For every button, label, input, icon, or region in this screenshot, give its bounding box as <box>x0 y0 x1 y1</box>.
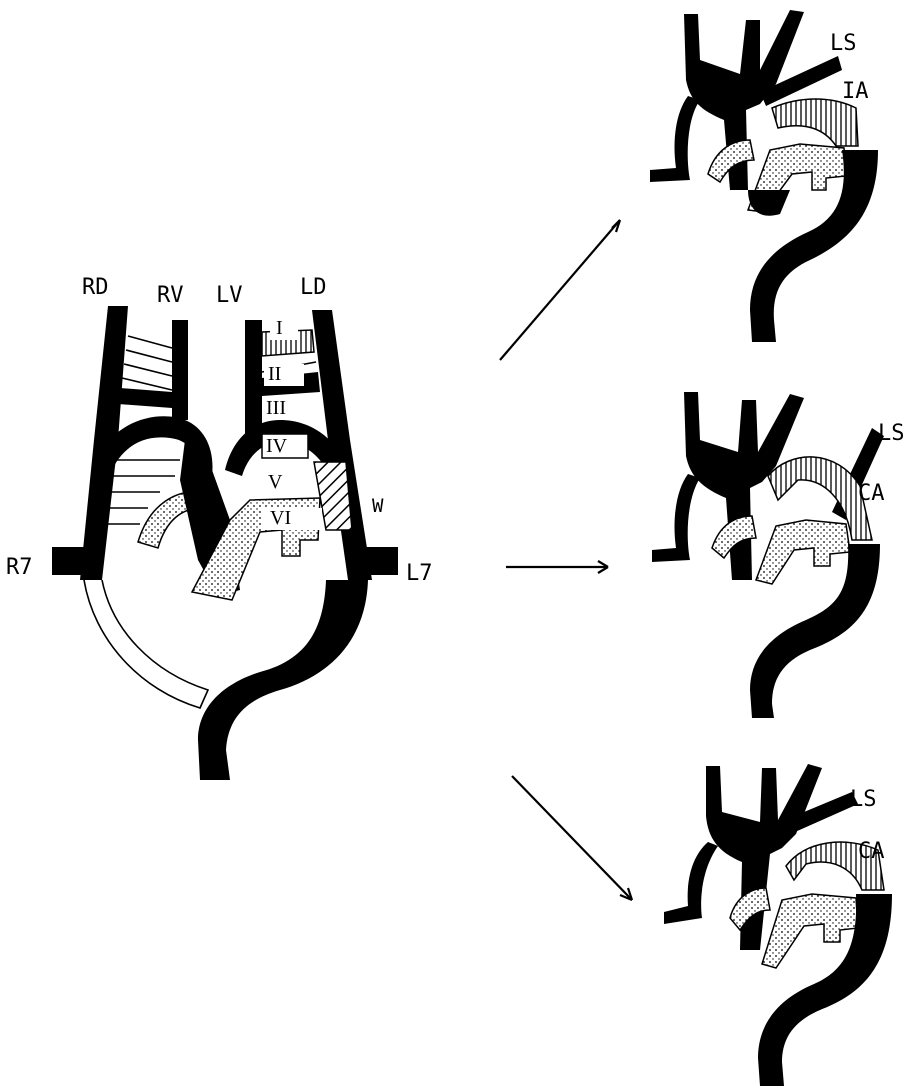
right-hatch-bars <box>118 336 172 408</box>
arch-label-2: II <box>268 363 281 385</box>
ia-hatch-segment <box>772 99 858 146</box>
label-rd: RD <box>82 275 109 300</box>
right-ventral-aorta <box>172 320 188 420</box>
bottom-ls-label: LS <box>850 787 877 812</box>
embryonic-arch-system: I II III IV V VI RD RV LV LD R7 L7 W <box>6 275 433 780</box>
outcome-coarctation-bottom: LS CA <box>664 764 892 1086</box>
top-ls-label: LS <box>830 31 857 56</box>
descending-aorta <box>198 580 368 780</box>
mid-ls-label: LS <box>878 421 905 446</box>
arch-label-1: I <box>276 317 283 339</box>
bottom-ca-label: CA <box>858 839 885 864</box>
arrow-to-bottom <box>512 776 632 900</box>
arrow-to-top <box>500 220 620 360</box>
label-l7: L7 <box>406 561 433 586</box>
label-lv: LV <box>216 283 243 308</box>
arrows <box>500 220 632 900</box>
label-r7: R7 <box>6 555 33 580</box>
outcome-coarctation-middle: LS CA <box>652 392 905 718</box>
label-ld: LD <box>300 275 327 300</box>
left-7th-segmental <box>348 547 398 575</box>
arch-label-6: VI <box>270 507 291 529</box>
top-ia-label: IA <box>842 79 869 104</box>
arch-label-5: V <box>268 471 283 493</box>
arch-label-3: III <box>266 397 286 419</box>
label-rv: RV <box>157 283 184 308</box>
arch-label-4: IV <box>266 435 288 457</box>
mid-ca-label: CA <box>858 481 885 506</box>
right-dorsal-regress <box>84 580 208 708</box>
left-ventral-aorta <box>245 320 262 440</box>
label-w: W <box>372 495 384 517</box>
right-7th-segmental <box>52 547 102 575</box>
outcome-interrupted-arch: LS IA <box>650 10 878 342</box>
